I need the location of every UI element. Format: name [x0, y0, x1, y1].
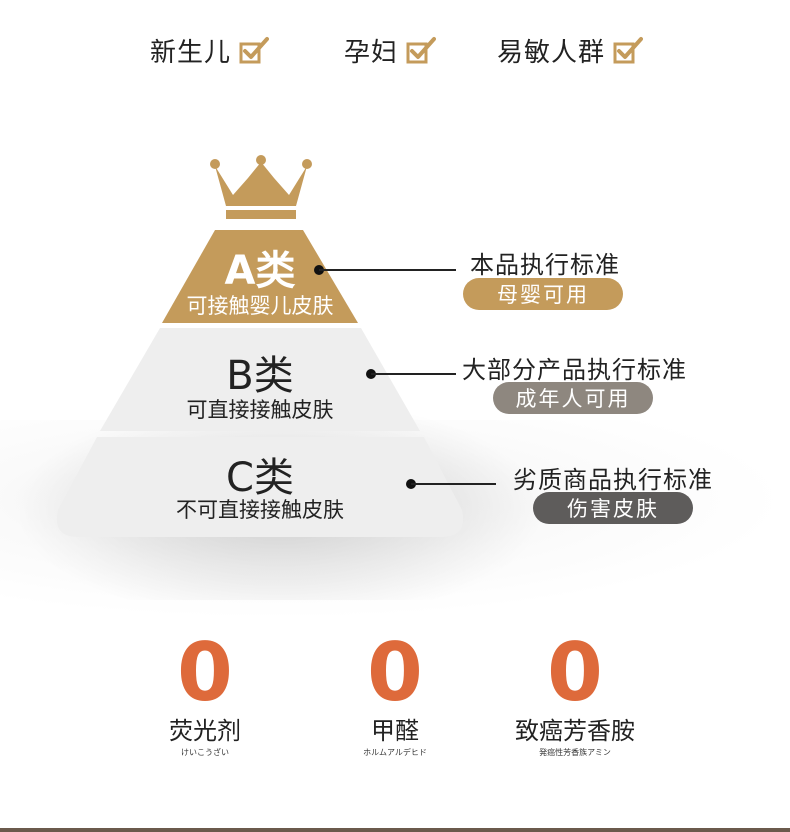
- top-item-newborn: 新生儿: [150, 30, 270, 70]
- connector-line-a: [319, 269, 456, 271]
- checkbox-check-icon: [406, 37, 437, 64]
- zero-label: 致癌芳香胺: [515, 717, 635, 745]
- zero-label: 甲醛: [371, 717, 419, 745]
- top-item-pregnant: 孕妇: [344, 30, 437, 70]
- zero-sublabel: けいこうざい: [181, 748, 229, 757]
- connector-line-c: [411, 483, 496, 485]
- tier-b-subtitle: 可直接接触皮肤: [186, 398, 334, 422]
- top-item-sensitive: 易敏人群: [497, 30, 644, 70]
- zero-value: 0: [547, 626, 603, 719]
- tier-c-shape: [56, 437, 464, 537]
- standard-label-c: 劣质商品执行标准: [513, 466, 713, 494]
- zero-azo: 0 致癌芳香胺 発癌性芳香族アミン: [485, 630, 665, 760]
- zero-formaldehyde: 0 甲醛 ホルムアルデヒド: [305, 630, 485, 760]
- connector-line-b: [371, 373, 456, 375]
- zero-label: 荧光剂: [169, 717, 241, 745]
- tier-a-subtitle: 可接触婴儿皮肤: [186, 294, 334, 318]
- checkbox-check-icon: [239, 37, 270, 64]
- tier-c-subtitle: 不可直接接触皮肤: [176, 498, 344, 522]
- zero-sublabel: ホルムアルデヒド: [363, 748, 427, 757]
- checkbox-check-icon: [613, 37, 644, 64]
- badge-c: 伤害皮肤: [533, 492, 693, 524]
- tier-a-shape: [162, 230, 358, 323]
- tier-b-shape: [100, 328, 420, 431]
- zero-fluorescent: 0 荧光剂 けいこうざい: [115, 630, 295, 760]
- top-item-label: 新生儿: [150, 37, 232, 68]
- zero-value: 0: [177, 626, 233, 719]
- badge-a: 母婴可用: [463, 278, 623, 310]
- zero-sublabel: 発癌性芳香族アミン: [539, 748, 611, 757]
- zero-value: 0: [367, 626, 423, 719]
- top-item-label: 易敏人群: [497, 37, 606, 68]
- badge-b: 成年人可用: [493, 382, 653, 414]
- tier-a-title: A类: [224, 248, 296, 294]
- standard-label-a: 本品执行标准: [470, 251, 620, 279]
- tier-c-title: C类: [226, 455, 294, 501]
- crown-icon: [210, 155, 312, 219]
- top-item-label: 孕妇: [344, 37, 399, 68]
- tier-b-title: B类: [226, 353, 294, 399]
- standard-label-b: 大部分产品执行标准: [462, 356, 687, 384]
- bottom-divider: [0, 828, 790, 832]
